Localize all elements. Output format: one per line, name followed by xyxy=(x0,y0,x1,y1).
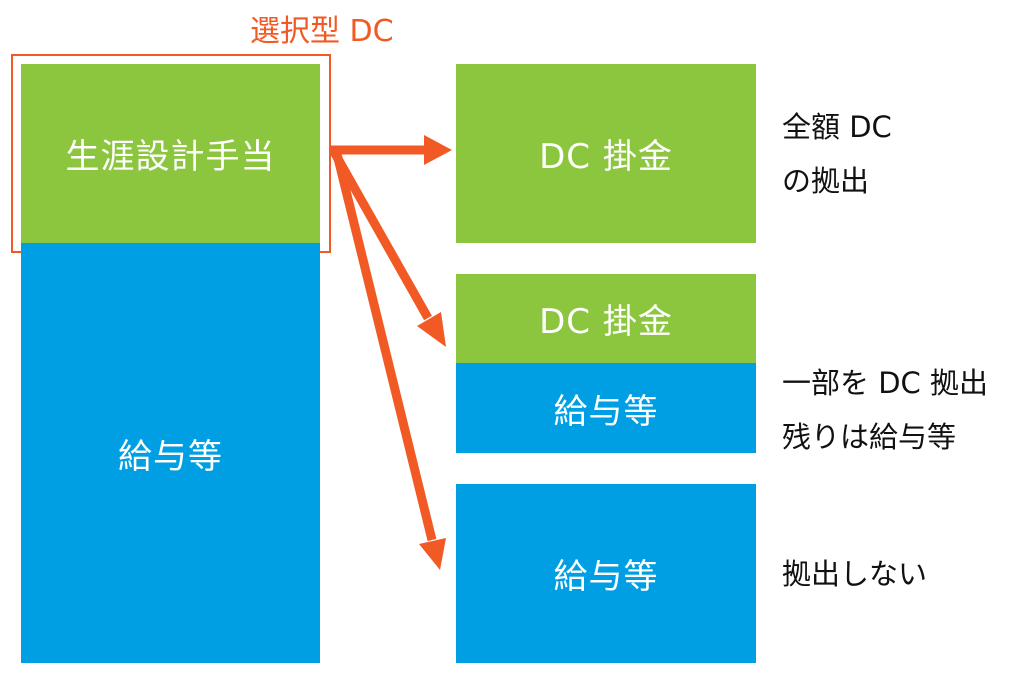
arrowhead-3 xyxy=(419,538,446,570)
life-planning-allowance-block: 生涯設計手当 xyxy=(21,64,320,243)
option1-description: 全額 DC の拠出 xyxy=(782,100,892,208)
arrowhead-1 xyxy=(424,135,452,165)
arrow-option3 xyxy=(331,148,437,542)
option1-line1: 全額 DC xyxy=(782,110,892,144)
salary-block: 給与等 xyxy=(21,243,320,663)
option2-dc-block: DC 掛金 xyxy=(456,274,756,363)
option1-line2: の拠出 xyxy=(782,164,870,198)
arrow-option2 xyxy=(329,147,432,321)
option2-line1: 一部を DC 拠出 xyxy=(782,366,989,400)
option2-line2: 残りは給与等 xyxy=(782,420,957,454)
option2-description: 一部を DC 拠出 残りは給与等 xyxy=(782,356,988,464)
diagram-title: 選択型 DC xyxy=(250,14,394,49)
option3-line1: 拠出しない xyxy=(782,557,928,591)
arrowhead-2 xyxy=(417,312,446,347)
option2-salary-block: 給与等 xyxy=(456,363,756,453)
option3-salary-block: 給与等 xyxy=(456,484,756,663)
option1-dc-block: DC 掛金 xyxy=(456,64,756,243)
option3-description: 拠出しない xyxy=(782,547,927,601)
